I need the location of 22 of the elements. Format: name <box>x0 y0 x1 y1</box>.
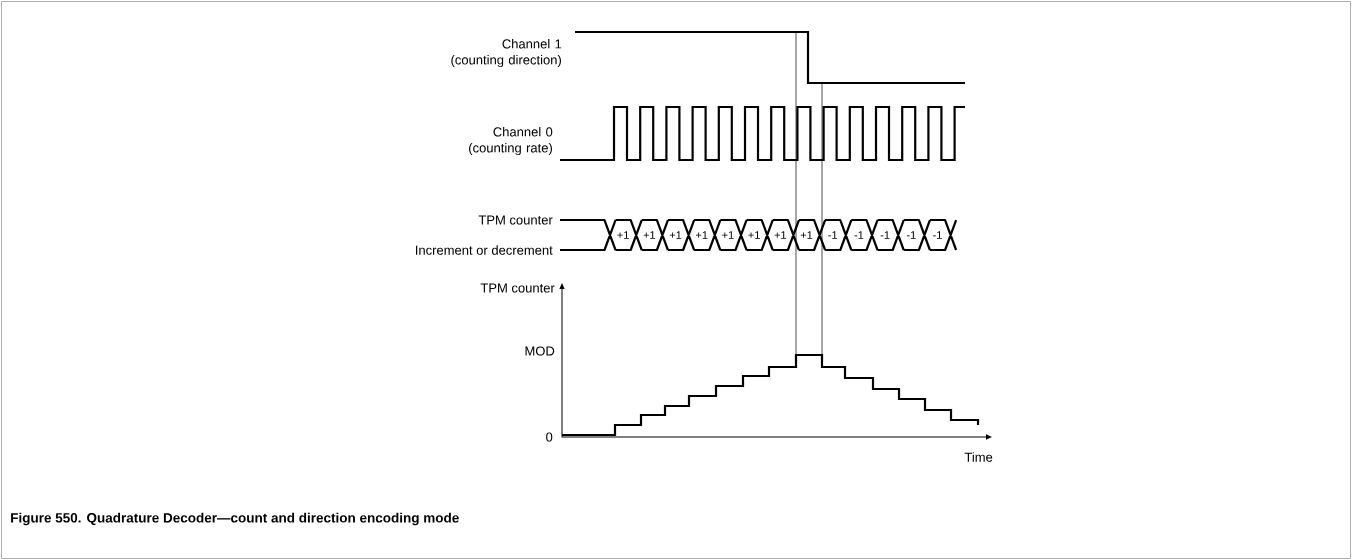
bus-value: -1 <box>906 231 916 239</box>
bus-value: +1 <box>669 231 682 239</box>
axis-label: Time <box>964 452 993 462</box>
tick-label: 0 <box>546 432 553 442</box>
tick-label: MOD <box>525 346 555 356</box>
bus-value: +1 <box>800 231 813 239</box>
bus-value: +1 <box>617 231 629 239</box>
bus-value: -1 <box>880 231 890 239</box>
signal-label: Channel 0 (counting rate) <box>469 126 553 156</box>
signal-label: Channel 1 (counting direction) <box>451 38 562 68</box>
axis-label: TPM counter <box>480 283 555 293</box>
figure-caption: Figure 550. Quadrature Decoder—count and direction encoding mode <box>11 512 459 526</box>
signal-label: Increment or decrement <box>416 245 553 255</box>
bus-value: -1 <box>933 231 942 239</box>
bus-value: +1 <box>748 231 760 239</box>
signal-label: TPM counter <box>478 215 553 225</box>
bus-value: +1 <box>774 231 787 239</box>
bus-value: +1 <box>722 231 734 239</box>
bus-value: +1 <box>643 231 656 239</box>
bus-value: -1 <box>828 231 838 239</box>
bus-value: +1 <box>695 231 708 239</box>
bus-value: -1 <box>854 231 864 239</box>
